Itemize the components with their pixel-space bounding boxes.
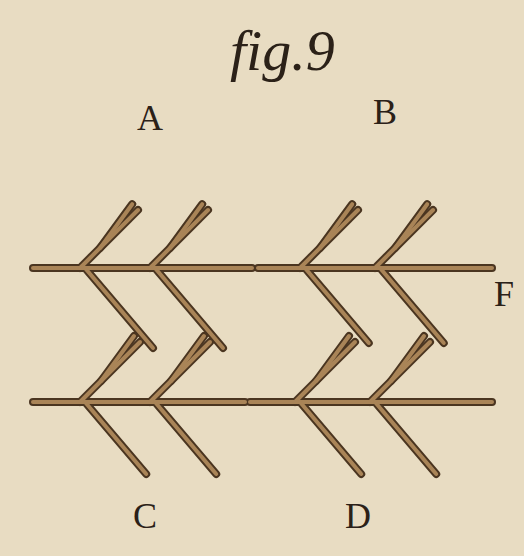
twig-edge — [155, 402, 216, 474]
twig-edge — [300, 402, 361, 474]
twig-edge — [380, 268, 444, 343]
twig-edge — [85, 402, 146, 474]
twig-branch — [100, 204, 132, 248]
twig-branch — [155, 402, 216, 474]
twig-edge — [316, 336, 349, 381]
twig-edge — [85, 268, 153, 348]
figure-title: fig.9 — [230, 22, 335, 80]
twig-edge — [305, 268, 369, 343]
twig-edge — [375, 402, 436, 474]
twig-branch — [391, 336, 424, 381]
twig-branch — [155, 268, 223, 348]
twig-branch — [85, 402, 146, 474]
letter-label: C — [133, 498, 157, 534]
twig-branch — [375, 402, 436, 474]
twig-edge — [391, 336, 424, 381]
twig-edge — [33, 264, 252, 272]
twig-outline — [33, 204, 492, 474]
twig-branch — [33, 400, 245, 404]
twig-branch — [101, 336, 134, 381]
twig-branch — [305, 268, 369, 343]
twig-edge — [155, 268, 223, 348]
twig-edge — [101, 336, 134, 381]
twig-branch — [171, 336, 204, 381]
letter-label: B — [373, 94, 397, 130]
letter-label: A — [137, 100, 163, 136]
twig-branch — [380, 268, 444, 343]
twig-branch — [320, 204, 352, 248]
twig-fill — [33, 204, 492, 474]
twig-branch — [33, 266, 252, 270]
twig-edge — [171, 336, 204, 381]
twig-branch — [300, 402, 361, 474]
twig-branch — [85, 268, 153, 348]
twig-edge — [100, 204, 132, 248]
twig-edge — [170, 204, 202, 248]
twig-branch — [316, 336, 349, 381]
letter-label: D — [345, 498, 371, 534]
twig-branch — [170, 204, 202, 248]
letter-label: F — [494, 276, 514, 312]
twig-edge — [33, 398, 245, 406]
twig-edge — [395, 204, 427, 248]
twig-branch — [395, 204, 427, 248]
twig-edge — [320, 204, 352, 248]
